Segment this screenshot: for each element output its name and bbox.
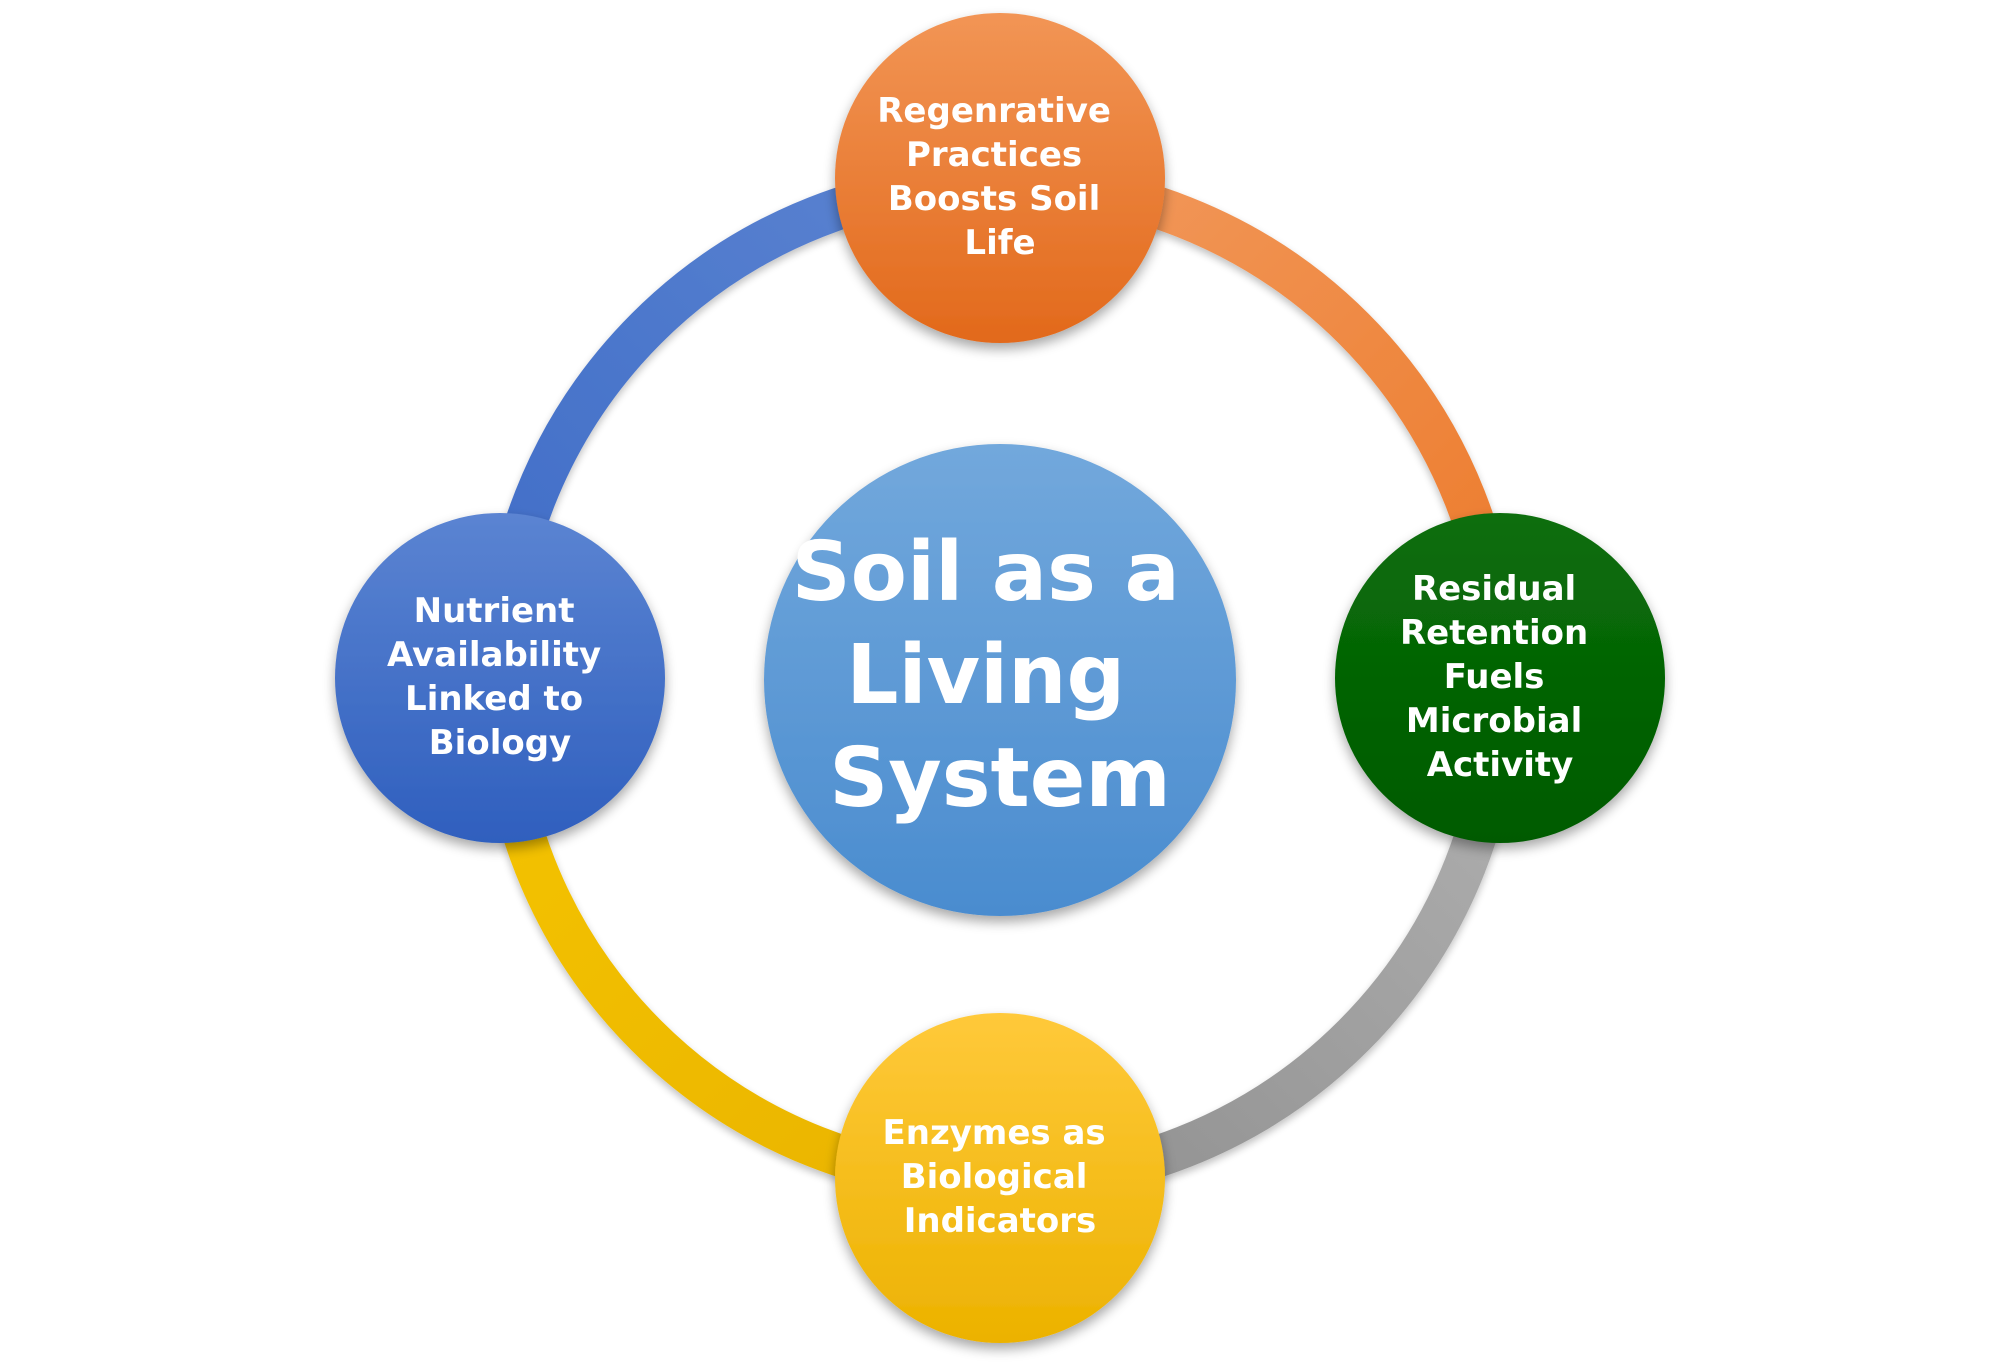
node-left-line-4: Biology — [429, 723, 571, 763]
node-right-line-3: Fuels — [1444, 657, 1545, 697]
center-line-2: Living — [846, 628, 1125, 723]
node-right-line-1: Residual — [1412, 569, 1576, 609]
node-top-circle — [835, 13, 1165, 343]
center-node: Soil as a Living System — [764, 444, 1236, 916]
node-right-circle — [1335, 513, 1665, 843]
svg-text:Enzymes as Biological: Enzymes as Biological Indicators — [883, 1113, 1118, 1241]
center-line-1: Soil as a — [792, 525, 1180, 620]
node-top-line-1: Regenrative — [877, 91, 1111, 131]
node-bottom-line-3: Indicators — [904, 1201, 1097, 1241]
node-right-line-5: Activity — [1427, 745, 1574, 785]
svg-text:Nutrient Availability: Nutrient Availability Linked to Biology — [387, 591, 613, 763]
node-left-circle — [335, 513, 665, 843]
node-top-line-4: Life — [964, 223, 1035, 263]
node-left-line-3: Linked to — [405, 679, 583, 719]
node-left-line-1: Nutrient — [414, 591, 575, 631]
svg-text:Residual Retention: Residual Retention Fuels Microbial Activ… — [1400, 569, 1600, 785]
node-right: Residual Retention Fuels Microbial Activ… — [1335, 513, 1665, 843]
node-left: Nutrient Availability Linked to Biology — [335, 513, 665, 843]
node-top-line-2: Practices — [906, 135, 1082, 175]
node-right-line-2: Retention — [1400, 613, 1588, 653]
svg-text:Soil as a Living S: Soil as a Living System — [792, 525, 1209, 826]
node-right-line-4: Microbial — [1406, 701, 1582, 741]
node-bottom-line-1: Enzymes as — [883, 1113, 1106, 1153]
svg-text:Regenrative Practices: Regenrative Practices Boosts Soil Life — [877, 91, 1123, 263]
center-line-3: System — [829, 731, 1171, 826]
node-top-line-3: Boosts Soil — [888, 179, 1100, 219]
node-bottom-circle — [835, 1013, 1165, 1343]
node-bottom-line-2: Biological — [901, 1157, 1088, 1197]
node-left-line-2: Availability — [387, 635, 601, 675]
center-circle — [764, 444, 1236, 916]
node-bottom: Enzymes as Biological Indicators — [835, 1013, 1165, 1343]
node-top: Regenrative Practices Boosts Soil Life — [835, 13, 1165, 343]
